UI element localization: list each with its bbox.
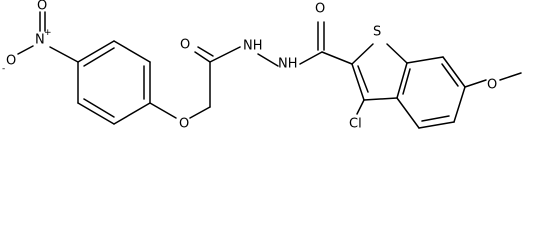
nitro-nitrogen-charge: +: [44, 28, 52, 38]
bond: [406, 56, 444, 64]
nitro-nitrogen-label: N: [35, 33, 45, 48]
double-bond-inner: [421, 115, 450, 122]
double-bond-inner: [83, 98, 115, 118]
bond: [257, 53, 279, 67]
double-bond-inner: [83, 47, 115, 67]
hydrazide: NH NH: [243, 39, 323, 72]
right-carbonyl: O: [315, 2, 353, 65]
methoxy-oxygen-label: O: [487, 78, 497, 93]
nh-right-label: NH: [278, 57, 298, 72]
double-bond-inner: [402, 68, 411, 95]
bond: [209, 46, 241, 63]
bond: [299, 51, 323, 65]
bond: [77, 102, 115, 125]
nitro-oxygen-left-label: O: [6, 54, 16, 69]
bond: [453, 86, 466, 123]
ether-oxygen-label: O: [179, 117, 189, 132]
bond: [113, 102, 151, 125]
bond: [386, 43, 408, 64]
nitro-oxygen-charge: -: [2, 64, 5, 74]
nitro-oxygen-top-label: O: [37, 0, 47, 14]
bond: [396, 97, 420, 129]
right-carbonyl-oxygen-label: O: [315, 2, 325, 17]
bond: [442, 56, 466, 88]
bond: [356, 99, 365, 115]
double-bond: [194, 51, 211, 63]
bond: [396, 62, 408, 99]
nitro-group: N + O O -: [2, 0, 79, 74]
molecule-drawing: N + O O - O O NH NH O S: [2, 0, 522, 132]
bond: [49, 46, 79, 63]
left-carbonyl-oxygen-label: O: [180, 38, 190, 53]
bond: [189, 106, 211, 119]
bond: [418, 121, 455, 129]
thiophene-sulfur-label: S: [373, 25, 381, 40]
methoxy-group: O: [464, 72, 522, 93]
chloro-substituent: Cl: [349, 99, 365, 132]
bond: [17, 45, 34, 55]
double-bond-inner: [441, 63, 459, 87]
bond: [77, 40, 115, 63]
double-bond: [197, 46, 214, 57]
nitrophenyl-ring: [77, 40, 151, 125]
bond: [351, 43, 374, 65]
bond: [464, 79, 487, 88]
bond: [321, 51, 353, 65]
chloro-label: Cl: [349, 117, 362, 132]
bond: [113, 40, 151, 63]
bond: [499, 72, 522, 81]
bond: [149, 102, 177, 119]
bond: [351, 63, 365, 101]
thiophene-ring: S: [351, 25, 408, 101]
left-carbonyl: O: [180, 38, 241, 63]
nh-left-label: NH: [243, 39, 263, 54]
structure-canvas: N + O O - O O NH NH O S: [2, 0, 522, 132]
double-bond-inner: [357, 65, 369, 93]
ether-linker: O: [149, 61, 211, 132]
bond: [363, 97, 398, 101]
benzo-ring: [396, 56, 466, 129]
